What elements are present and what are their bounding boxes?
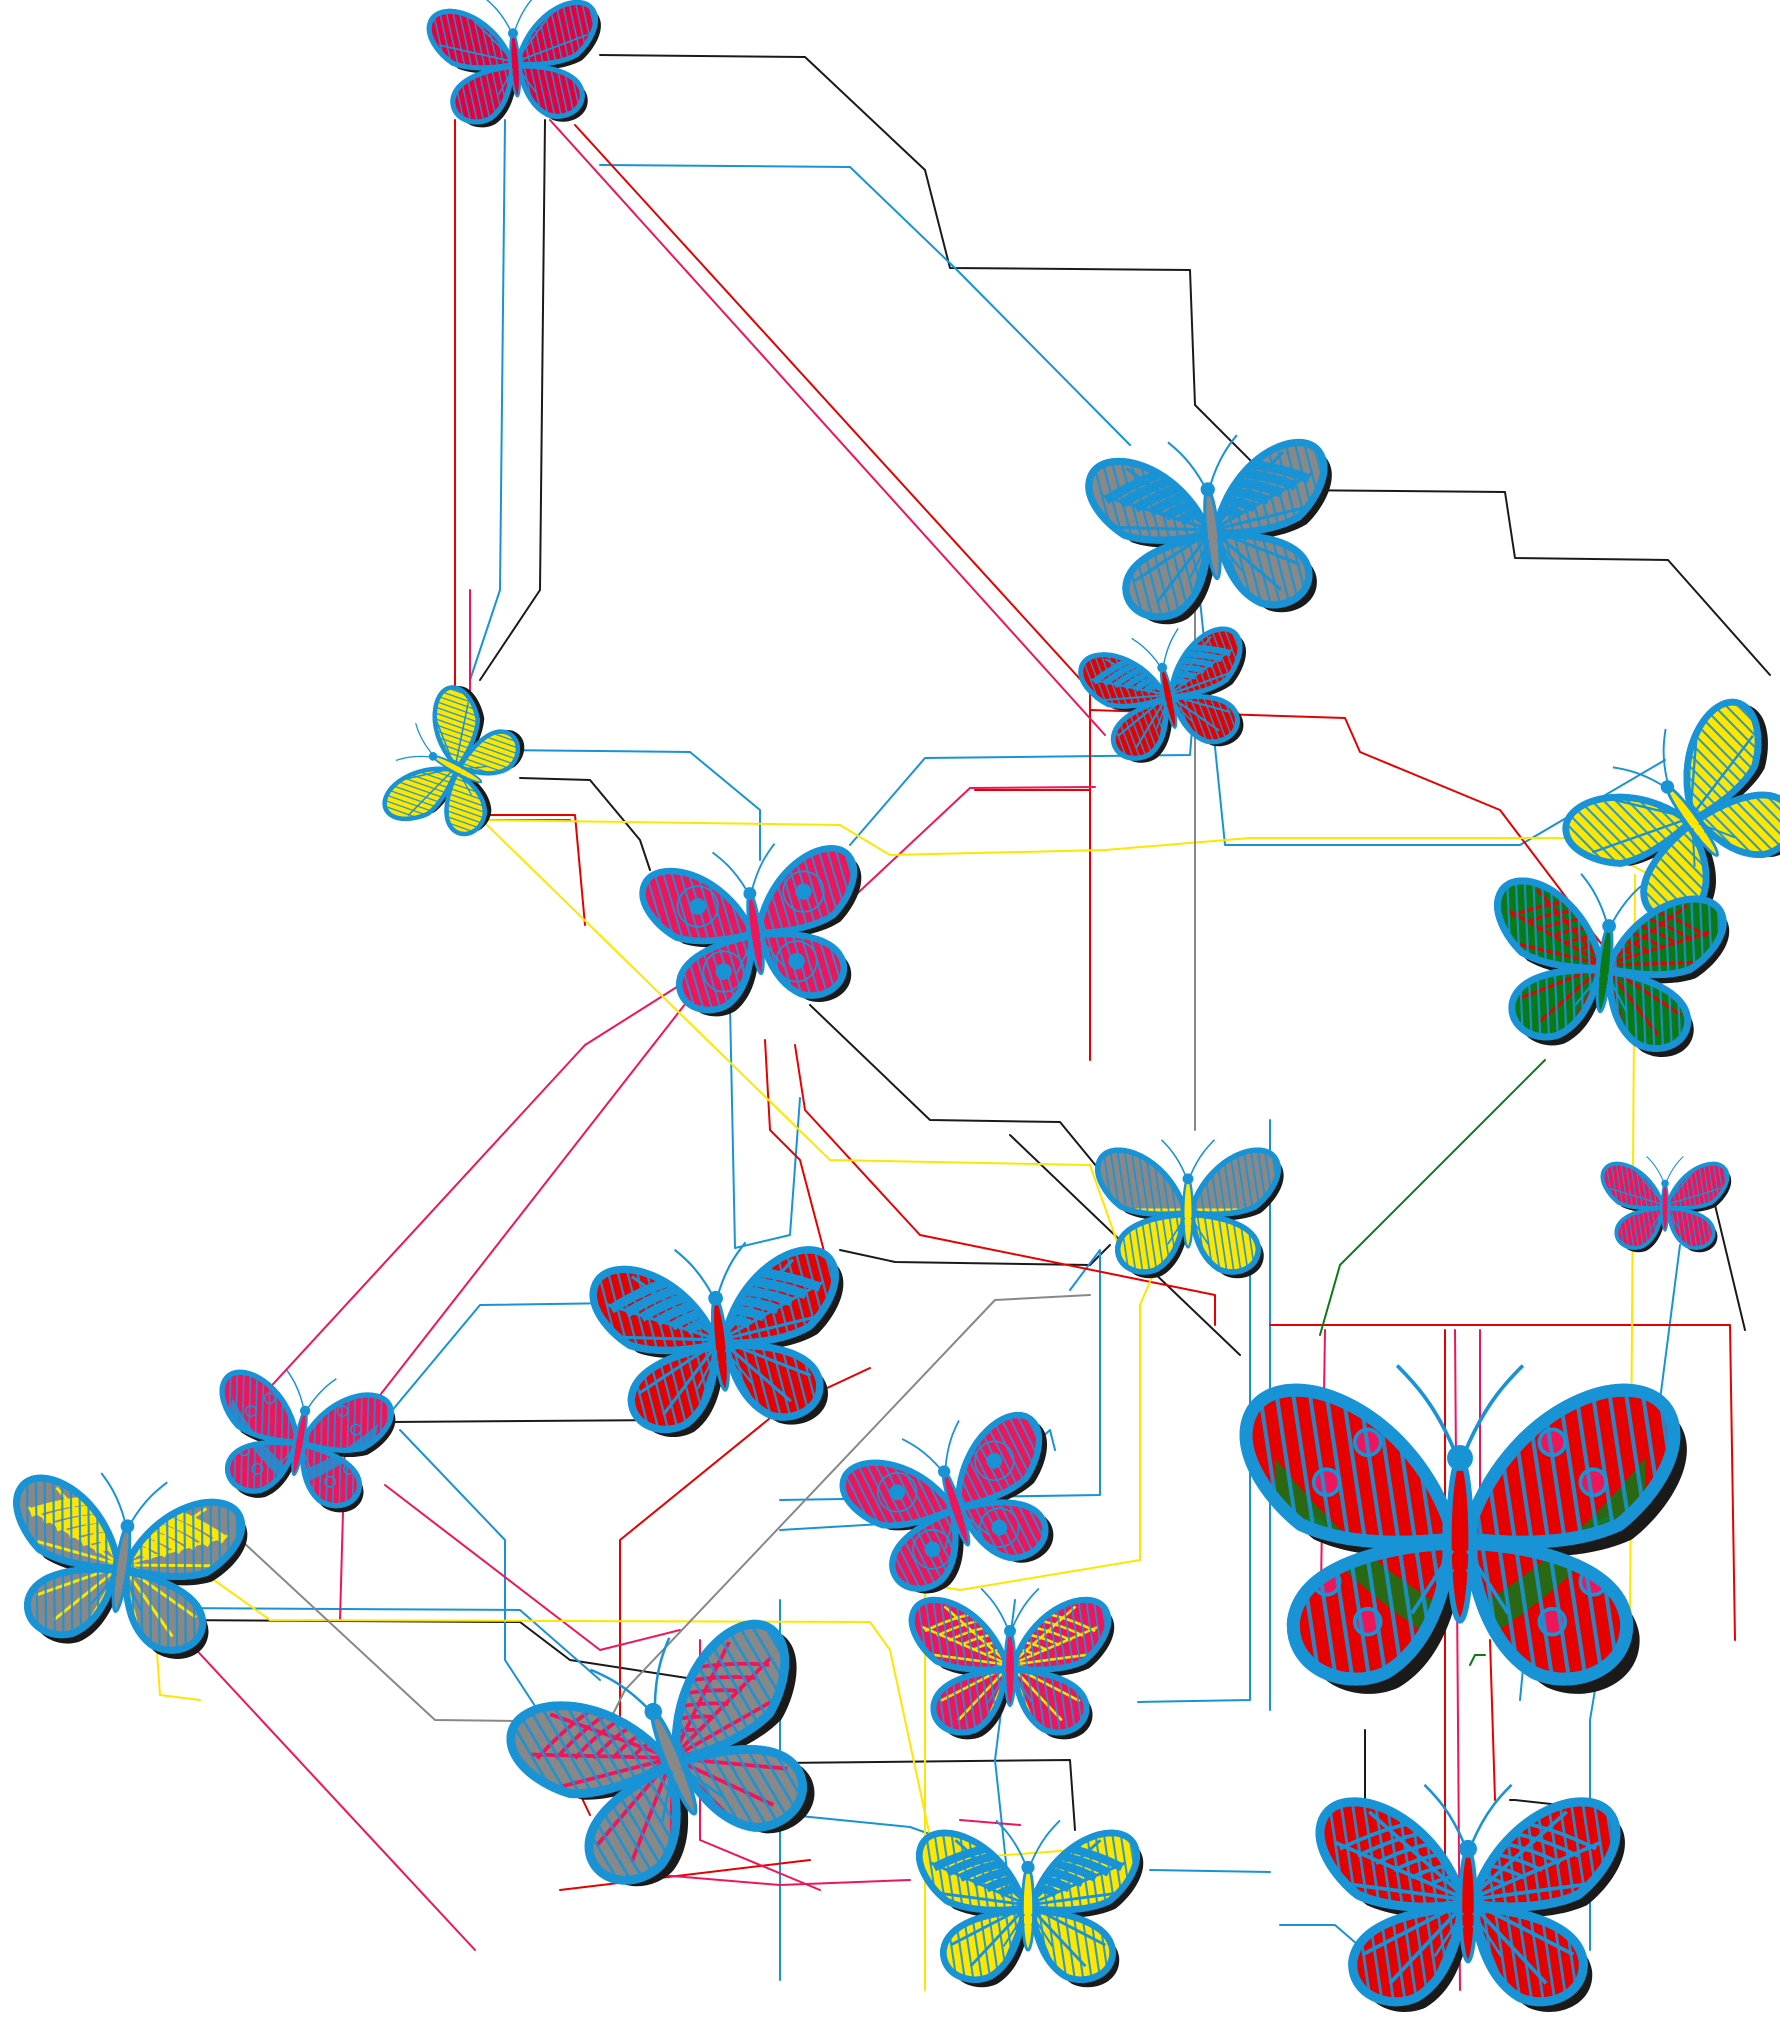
connector-line-black	[1714, 1204, 1746, 1331]
butterfly-icon	[639, 843, 862, 1017]
connector-line-blue	[169, 1607, 601, 1681]
butterfly-icon	[1095, 1139, 1284, 1279]
butterfly-icon	[1239, 1364, 1687, 1694]
connector-line-blue	[469, 119, 506, 681]
butterfly-icon	[1600, 1156, 1732, 1253]
connector-line-red	[1089, 709, 1641, 996]
connector-line-black	[519, 777, 651, 871]
connector-line-green	[1469, 1654, 1486, 1666]
connector-line-red	[454, 119, 586, 926]
connector-line-black	[389, 1419, 671, 1423]
connector-line-pink	[469, 589, 571, 821]
connector-line-red	[1269, 1324, 1736, 1641]
butterfly-icon	[916, 1819, 1144, 1988]
connector-line-blue	[1137, 1239, 1251, 1703]
butterfly-icon	[1315, 1783, 1625, 2013]
connector-line-black	[599, 54, 1771, 676]
butterfly-icon	[215, 1369, 396, 1513]
connector-line-yellow	[479, 817, 1121, 1251]
connector-line-pink	[384, 1484, 681, 1651]
butterfly-icon	[426, 0, 601, 128]
butterfly-icon	[589, 1241, 844, 1438]
butterfly-icon	[908, 1587, 1115, 1740]
connector-line-grey	[229, 1529, 601, 1723]
connector-line-blue	[499, 749, 761, 861]
connector-line-pink	[239, 984, 681, 1421]
connector-line-red	[764, 1039, 826, 1256]
butterfly-icon	[1491, 873, 1730, 1057]
connector-line-blue	[1149, 1869, 1271, 1873]
connector-line-pink	[149, 1599, 476, 1951]
butterfly-icon	[837, 1409, 1054, 1597]
butterfly-icon	[1085, 434, 1332, 625]
connector-line-pink	[959, 1819, 1021, 1826]
butterfly-icon	[379, 682, 525, 841]
butterfly-icon	[1556, 693, 1780, 931]
connector-line-black	[839, 1244, 1111, 1266]
connector-line-blue	[599, 164, 1131, 446]
connector-line-blue	[729, 1004, 801, 1249]
connector-line-pink	[549, 119, 1106, 736]
connector-line-yellow	[469, 769, 1651, 876]
connector-line-red	[794, 1044, 1216, 1326]
connector-line-red	[1489, 1639, 1496, 1801]
connector-line-black	[1509, 1799, 1561, 1806]
connector-line-green	[1319, 1059, 1546, 1336]
connector-line-red	[559, 1859, 811, 1891]
connector-line-black	[479, 119, 546, 681]
connector-line-pink	[844, 786, 1096, 906]
connector-line-black	[779, 1759, 1076, 1831]
